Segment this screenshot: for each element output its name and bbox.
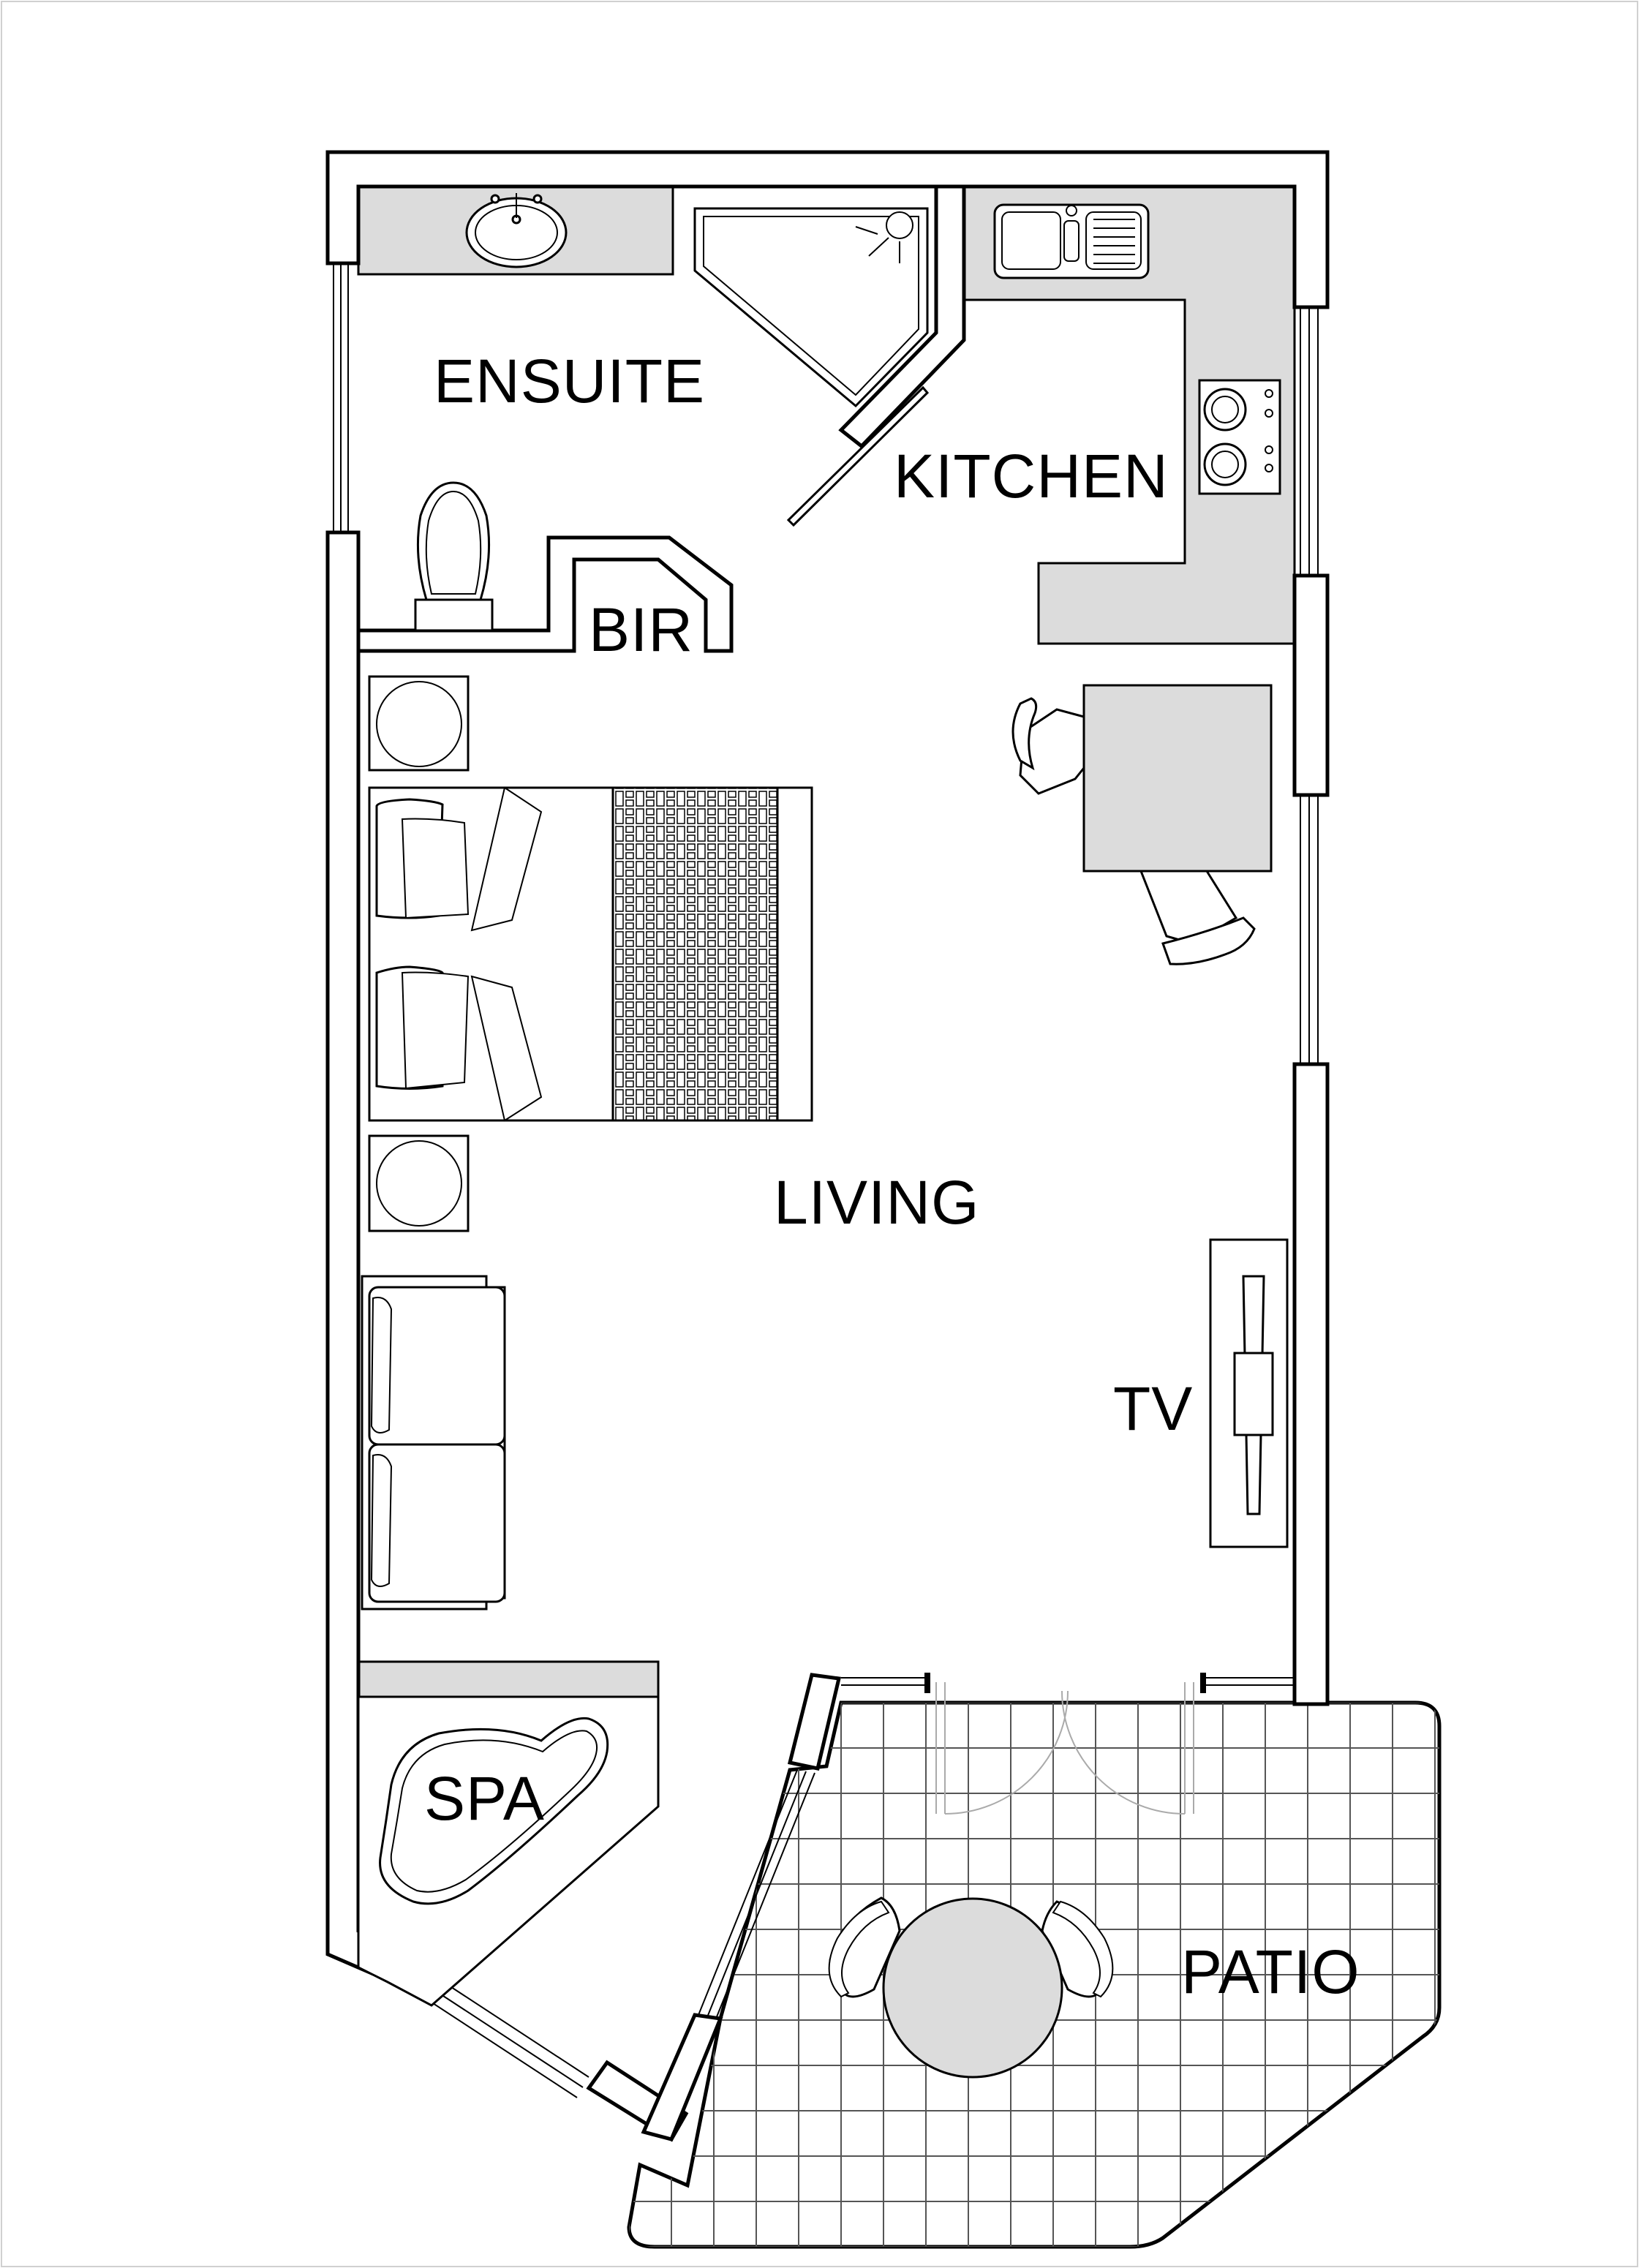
sofa-cushion-bottom xyxy=(368,1443,506,1603)
dining-chair-left xyxy=(1019,708,1085,795)
patio-furniture xyxy=(828,1896,1114,2079)
spa-ledge xyxy=(357,1660,660,1698)
spa xyxy=(357,1695,660,2007)
kitchen-fixtures xyxy=(993,203,1281,495)
room-labels: ENSUITE KITCHEN BIR LIVING TV SPA PATIO xyxy=(424,347,1360,2006)
tv-stand xyxy=(1233,1352,1274,1436)
spa-tub xyxy=(379,1717,609,1905)
bed-throw xyxy=(611,786,779,1122)
label-tv: TV xyxy=(1113,1374,1193,1443)
toilet-cistern xyxy=(414,598,494,632)
sofa xyxy=(361,1275,506,1610)
label-patio: PATIO xyxy=(1181,1937,1360,2006)
kitchen-counter xyxy=(962,185,1296,645)
walls xyxy=(325,150,1330,2142)
kitchen-partition xyxy=(838,184,966,449)
right-wall-middle xyxy=(1292,573,1330,797)
shower-screen xyxy=(786,385,930,527)
right-wall-lower xyxy=(1292,1062,1330,1706)
label-spa: SPA xyxy=(424,1764,545,1833)
label-kitchen: KITCHEN xyxy=(894,442,1169,511)
toilet-bowl xyxy=(416,481,491,601)
patio-doors xyxy=(935,1682,1194,1815)
windows xyxy=(333,263,1319,2098)
bottom-wall-post xyxy=(641,2013,723,2141)
label-ensuite: ENSUITE xyxy=(434,347,705,415)
label-bir: BIR xyxy=(589,595,693,664)
patio-table xyxy=(882,1897,1063,2079)
bedroom-furniture xyxy=(368,675,813,1232)
label-living: LIVING xyxy=(774,1168,979,1237)
tv-unit xyxy=(1209,1238,1289,1548)
dining-table xyxy=(1082,684,1273,873)
patio-door-post xyxy=(787,1673,842,1771)
top-wall xyxy=(325,150,1330,309)
shower-tray xyxy=(693,207,929,408)
dining-chairs xyxy=(1011,697,1256,965)
bir-partition xyxy=(356,535,734,653)
ensuite-fixtures xyxy=(414,193,930,632)
